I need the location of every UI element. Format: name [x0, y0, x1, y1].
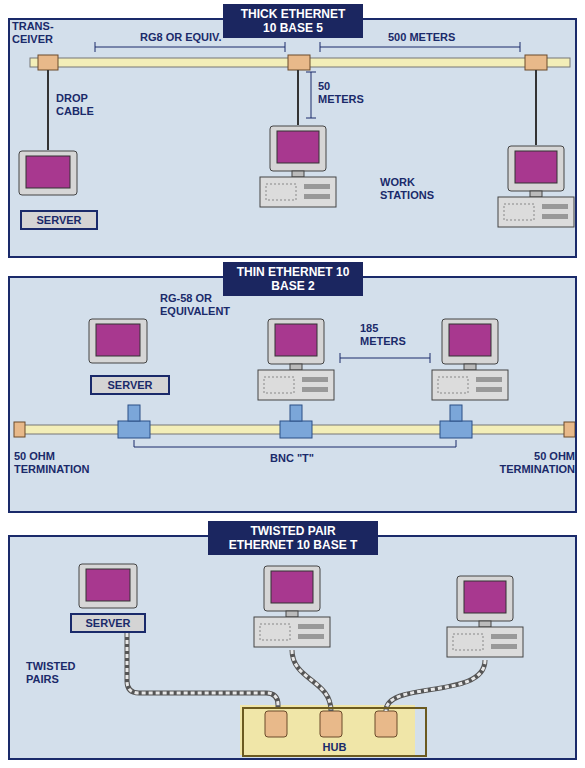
hub-label: HUB [244, 741, 425, 754]
callout-label: RG8 OR EQUIV. [140, 31, 222, 44]
twisted-pair-cable [127, 633, 278, 707]
callout-label: WORK STATIONS [380, 176, 450, 202]
cable-twist [127, 633, 278, 707]
callout-label: RG-58 OR EQUIVALENT [160, 292, 250, 318]
panel-title: THICK ETHERNET 10 BASE 5 [223, 4, 363, 38]
hub-box: HUB [242, 707, 427, 757]
callout-label: 500 METERS [388, 31, 455, 44]
server-label: SERVER [36, 214, 81, 227]
callout-label: 50 METERS [318, 80, 373, 106]
cable-outline [127, 633, 278, 707]
callout-label: BNC "T" [270, 452, 314, 465]
server-label-box: SERVER [90, 375, 170, 395]
network-panel: THICK ETHERNET 10 BASE 5SERVER [8, 18, 577, 258]
callout-label: TRANS- CEIVER [12, 20, 64, 46]
server-label: SERVER [107, 379, 152, 392]
callout-label: 50 OHM TERMINATION [480, 450, 575, 476]
server-label: SERVER [85, 617, 130, 630]
callout-label: 50 OHM TERMINATION [14, 450, 104, 476]
network-panel: TWISTED PAIR ETHERNET 10 BASE TSERVERHUB [8, 535, 577, 760]
network-panel: THIN ETHERNET 10 BASE 2SERVER [8, 276, 577, 513]
callout-label: DROP CABLE [56, 92, 106, 118]
panel-title: THIN ETHERNET 10 BASE 2 [223, 262, 363, 296]
server-label-box: SERVER [20, 210, 98, 230]
server-label-box: SERVER [70, 613, 146, 633]
callout-label: 185 METERS [360, 322, 415, 348]
callout-label: TWISTED PAIRS [26, 660, 96, 686]
panel-title: TWISTED PAIR ETHERNET 10 BASE T [208, 521, 378, 555]
